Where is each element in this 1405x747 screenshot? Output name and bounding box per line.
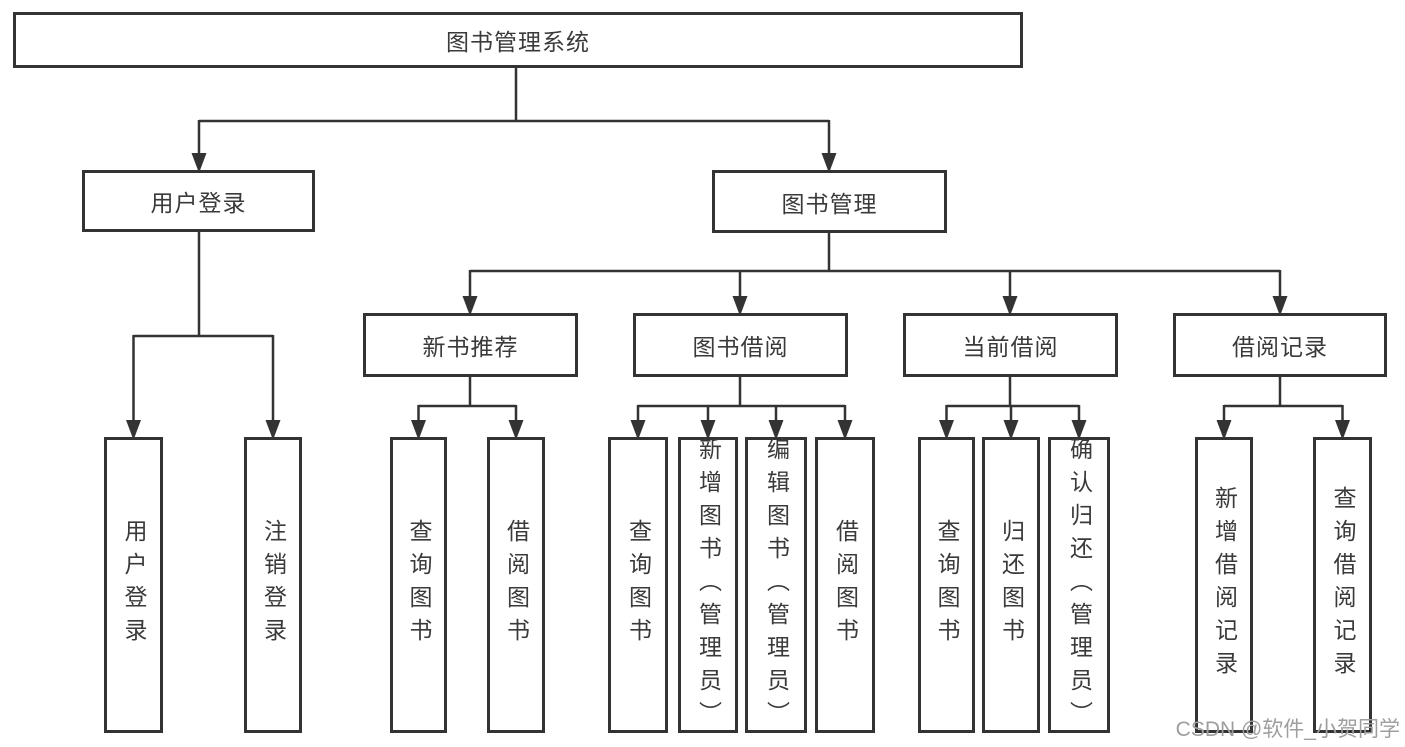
node-borrowing-records: 借阅记录	[1173, 313, 1387, 377]
node-root-system: 图书管理系统	[13, 12, 1023, 68]
leaf-records-query-record: 查询借阅记录	[1313, 437, 1372, 733]
leaf-current-confirm-return-admin: 确认归还（管理员）	[1048, 436, 1110, 734]
node-label: 用户登录	[150, 190, 247, 216]
leaf-user-login: 用户登录	[104, 437, 163, 733]
leaf-logout: 注销登录	[244, 437, 302, 733]
node-new-book-recommendation: 新书推荐	[363, 313, 578, 377]
node-label: 用户登录	[121, 519, 147, 651]
node-label: 确认归还（管理员）	[1066, 436, 1093, 734]
node-book-borrowing: 图书借阅	[633, 313, 848, 377]
node-label: 图书借阅	[692, 334, 789, 360]
node-label: 新增图书（管理员）	[695, 436, 722, 734]
node-label: 图书管理系统	[446, 29, 590, 55]
leaf-records-add-record: 新增借阅记录	[1195, 437, 1253, 733]
node-user-login: 用户登录	[82, 170, 315, 232]
leaf-borrowing-query-book: 查询图书	[608, 437, 668, 733]
leaf-current-query-book: 查询图书	[918, 437, 975, 733]
node-label: 归还图书	[998, 519, 1025, 651]
leaf-recommend-borrow-book: 借阅图书	[487, 437, 545, 733]
leaf-borrowing-borrow-book: 借阅图书	[815, 437, 875, 733]
node-label: 借阅图书	[832, 519, 859, 651]
leaf-borrowing-edit-book-admin: 编辑图书（管理员）	[745, 436, 807, 734]
node-label: 查询图书	[934, 519, 960, 651]
node-label: 查询借阅记录	[1330, 486, 1356, 684]
node-label: 图书管理	[781, 190, 878, 217]
node-book-management: 图书管理	[712, 170, 947, 233]
leaf-current-return-book: 归还图书	[982, 437, 1040, 733]
node-label: 当前借阅	[962, 334, 1059, 360]
node-label: 注销登录	[260, 519, 287, 651]
node-label: 借阅图书	[503, 519, 530, 651]
node-label: 查询图书	[625, 519, 652, 651]
node-label: 新书推荐	[422, 334, 519, 360]
leaf-borrowing-add-book-admin: 新增图书（管理员）	[678, 436, 738, 734]
node-label: 借阅记录	[1232, 334, 1328, 360]
node-label: 新增借阅记录	[1211, 486, 1238, 684]
node-label: 查询图书	[406, 519, 432, 651]
node-current-borrowing: 当前借阅	[903, 313, 1118, 377]
csdn-watermark: CSDN @软件_小贺同学	[1175, 718, 1400, 741]
leaf-recommend-query-book: 查询图书	[390, 437, 447, 733]
node-label: 编辑图书（管理员）	[763, 436, 790, 734]
